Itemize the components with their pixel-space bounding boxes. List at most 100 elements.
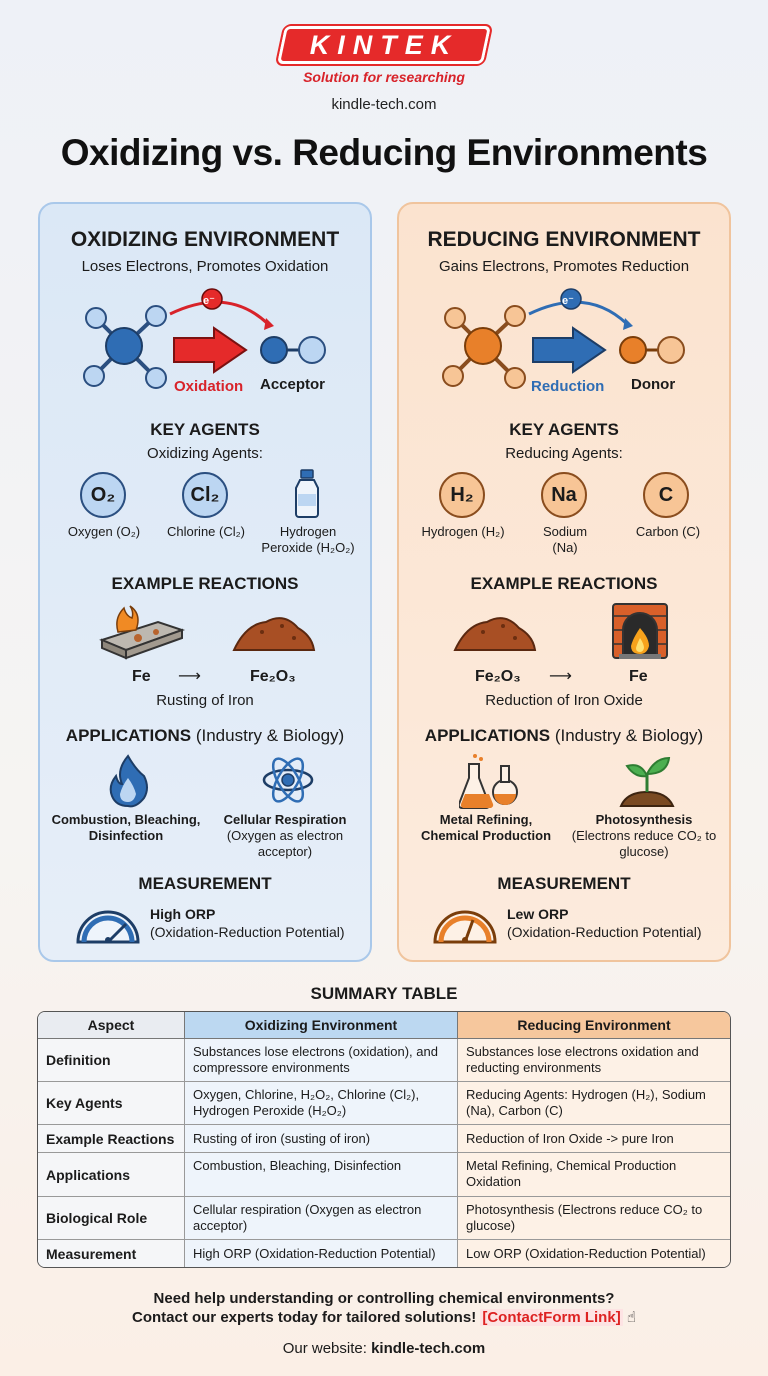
logo-text: KINTEK (309, 30, 459, 60)
summary-table: Aspect Oxidizing Environment Reducing En… (37, 1011, 731, 1268)
row-reducing-cell: Photosynthesis (Electrons reduce CO₂ to … (457, 1196, 730, 1239)
acceptor-label: Acceptor (260, 376, 326, 393)
carbon-icon: C (643, 472, 689, 518)
row-oxidizing-cell: Rusting of iron (susting of iron) (184, 1124, 457, 1152)
reaction-arrow: ⟶ (178, 668, 201, 685)
oxidation-transfer-diagram (83, 288, 326, 389)
oxidizing-title: OXIDIZING ENVIRONMENT (70, 228, 340, 251)
reaction-arrow: ⟶ (549, 668, 572, 685)
applications-suffix: (Industry & Biology) (554, 726, 704, 745)
iron-bar-fire-icon (99, 605, 186, 660)
orp-detail: (Oxidation-Reduction Potential) (507, 924, 702, 940)
row-aspect: Biological Role (38, 1196, 184, 1239)
example-reactions-heading: EXAMPLE REACTIONS (111, 574, 299, 593)
footer-website-link[interactable]: kindle-tech.com (371, 1340, 486, 1357)
biological-application-title: Cellular Respiration (223, 812, 347, 827)
industrial-applications-label: Combustion, Bleaching, Disinfection (51, 812, 201, 843)
applications-title: APPLICATIONS (65, 726, 192, 745)
oxidizing-agents-subtitle: Oxidizing Agents: (147, 445, 263, 462)
rust-pile-icon (232, 617, 316, 651)
measurement-heading: MEASUREMENT (138, 874, 272, 893)
column-header-aspect: Aspect (38, 1012, 184, 1039)
orp-detail: (Oxidation-Reduction Potential) (150, 924, 345, 940)
donor-label: Donor (631, 376, 676, 393)
row-aspect: Applications (38, 1152, 184, 1196)
chlorine-icon: Cl₂ (182, 472, 228, 518)
hydrogen-label: Hydrogen (H₂) (421, 524, 505, 539)
footer-cta: Contact our experts today for tailored s… (0, 1308, 768, 1326)
furnace-icon (612, 603, 668, 659)
reduction-transfer-diagram (442, 288, 685, 389)
rust-product: Fe₂O₃ (250, 668, 296, 685)
row-aspect: Key Agents (38, 1081, 184, 1124)
row-oxidizing-cell: Combustion, Bleaching, Disinfection (184, 1152, 457, 1196)
row-reducing-cell: Reducing Agents: Hydrogen (H₂), Sodium (… (457, 1081, 730, 1124)
key-agents-heading: KEY AGENTS (509, 420, 619, 439)
oxidizing-panel: OXIDIZING ENVIRONMENT Loses Electrons, P… (38, 202, 372, 962)
lab-flasks-icon (459, 754, 518, 809)
reducing-panel: REDUCING ENVIRONMENT Gains Electrons, Pr… (397, 202, 731, 962)
row-aspect: Measurement (38, 1239, 184, 1267)
iron-oxide-reactant: Fe₂O₃ (475, 668, 521, 685)
row-oxidizing-cell: High ORP (Oxidation-Reduction Potential) (184, 1239, 457, 1267)
row-aspect: Definition (38, 1039, 184, 1081)
iron-oxide-pile-icon (453, 617, 537, 651)
reducing-agents-subtitle: Reducing Agents: (505, 445, 623, 462)
flame-icon (109, 754, 148, 808)
orp-value: Lew ORP (507, 906, 569, 922)
page-title: Oxidizing vs. Reducing Environments (60, 132, 708, 173)
industrial-applications-label: Metal Refining, Chemical Production (420, 812, 552, 843)
biological-application-detail: (Oxygen as electron acceptor) (226, 828, 344, 859)
pointer-hand-icon: ☝ (626, 1309, 636, 1326)
hydrogen-peroxide-bottle-icon (295, 469, 319, 518)
measurement-heading: MEASUREMENT (497, 874, 631, 893)
biological-application-title: Photosynthesis (595, 812, 693, 827)
atom-icon (262, 757, 314, 803)
iron-product: Fe (629, 668, 648, 685)
reaction-name: Reduction of Iron Oxide (485, 692, 643, 709)
footer-question: Need help understanding or controlling c… (153, 1290, 615, 1307)
footer-cta-text: Contact our experts today for tailored s… (131, 1309, 477, 1326)
oxygen-icon: O₂ (80, 472, 126, 518)
column-header-oxidizing: Oxidizing Environment (184, 1012, 457, 1039)
gauge-icon (76, 910, 140, 944)
contact-form-link[interactable]: [ContactForm Link] (480, 1309, 623, 1326)
oxygen-label: Oxygen (O₂) (67, 524, 141, 539)
table-row: Example Reactions Rusting of iron (susti… (38, 1124, 730, 1152)
oxidizing-subtitle: Loses Electrons, Promotes Oxidation (81, 258, 329, 275)
column-header-reducing: Reducing Environment (457, 1012, 730, 1039)
footer-website-label: Our website: (282, 1340, 367, 1357)
tagline: Solution for researching (303, 69, 465, 85)
reduction-label: Reduction (531, 378, 605, 395)
hydrogen-icon: H₂ (439, 472, 485, 518)
sodium-label: Sodium (Na) (542, 524, 588, 555)
sprout-icon (619, 756, 675, 807)
carbon-label: Carbon (C) (635, 524, 701, 539)
table-row: Definition Substances lose electrons (ox… (38, 1039, 730, 1081)
orp-value: High ORP (150, 906, 216, 922)
applications-title: APPLICATIONS (424, 726, 551, 745)
row-oxidizing-cell: Oxygen, Chlorine, H₂O₂, Chlorine (Cl₂), … (184, 1081, 457, 1124)
table-row: Measurement High ORP (Oxidation-Reductio… (38, 1239, 730, 1267)
table-row: Biological Role Cellular respiration (Ox… (38, 1196, 730, 1239)
electron-label: e⁻ (562, 295, 574, 307)
reducing-title: REDUCING ENVIRONMENT (427, 228, 701, 251)
row-aspect: Example Reactions (38, 1124, 184, 1152)
row-oxidizing-cell: Cellular respiration (Oxygen as electron… (184, 1196, 457, 1239)
key-agents-heading: KEY AGENTS (150, 420, 260, 439)
table-row: Applications Combustion, Bleaching, Disi… (38, 1152, 730, 1196)
row-reducing-cell: Substances lose electrons oxidation and … (457, 1039, 730, 1081)
applications-heading: APPLICATIONS (Industry & Biology) (399, 726, 729, 746)
applications-suffix: (Industry & Biology) (195, 726, 345, 745)
brand-logo: KINTEK (0, 26, 768, 64)
row-reducing-cell: Metal Refining, Chemical Production Oxid… (457, 1152, 730, 1196)
table-row: Key Agents Oxygen, Chlorine, H₂O₂, Chlor… (38, 1081, 730, 1124)
hydrogen-peroxide-label: Hydrogen Peroxide (H₂O₂) (261, 524, 355, 555)
header-website-link[interactable]: kindle-tech.com (331, 96, 437, 113)
biological-application-detail: (Electrons reduce CO₂ to glucose) (571, 828, 717, 859)
chlorine-label: Chlorine (Cl₂) (166, 524, 245, 539)
iron-reactant: Fe (132, 668, 151, 685)
oxidation-label: Oxidation (174, 378, 244, 395)
row-reducing-cell: Low ORP (Oxidation-Reduction Potential) (457, 1239, 730, 1267)
reducing-subtitle: Gains Electrons, Promotes Reduction (438, 258, 690, 275)
